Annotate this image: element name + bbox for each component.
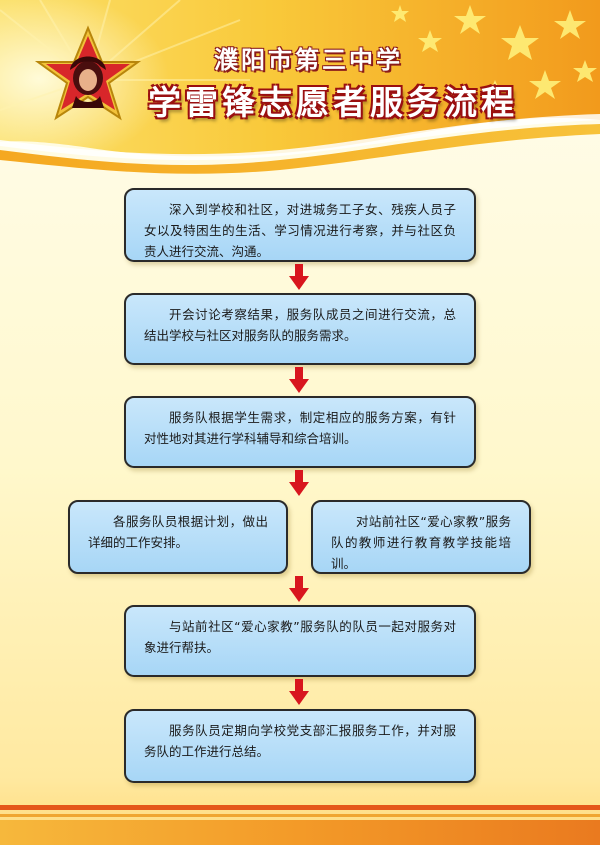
flow-step-4-left: 各服务队员根据计划，做出详细的工作安排。 bbox=[68, 500, 288, 574]
flow-step-3: 服务队根据学生需求，制定相应的服务方案，有针对性地对其进行学科辅导和综合培训。 bbox=[124, 396, 476, 468]
flow-step-5: 与站前社区“爱心家教”服务队的队员一起对服务对象进行帮扶。 bbox=[124, 605, 476, 677]
page-title: 学雷锋志愿者服务流程 bbox=[148, 83, 518, 122]
flow-arrow-1 bbox=[289, 264, 309, 290]
flow-step-6: 服务队员定期向学校党支部汇报服务工作，并对服务队的工作进行总结。 bbox=[124, 709, 476, 783]
footer-stripe-thin bbox=[0, 814, 600, 817]
footer-band bbox=[0, 805, 600, 845]
flow-arrow-4 bbox=[289, 576, 309, 602]
banner-background bbox=[0, 0, 600, 175]
flow-step-2: 开会讨论考察结果，服务队成员之间进行交流，总结出学校与社区对服务队的服务需求。 bbox=[124, 293, 476, 365]
flow-step-4-right: 对站前社区“爱心家教”服务队的教师进行教育教学技能培训。 bbox=[311, 500, 531, 574]
flow-arrow-2 bbox=[289, 367, 309, 393]
flow-arrow-5 bbox=[289, 679, 309, 705]
star-portrait-emblem-icon bbox=[34, 25, 142, 121]
school-name: 濮阳市第三中学 bbox=[214, 46, 403, 74]
footer-stripe bbox=[0, 805, 600, 810]
flow-step-1: 深入到学校和社区，对进城务工子女、残疾人员子女以及特困生的生活、学习情况进行考察… bbox=[124, 188, 476, 262]
footer-color-band bbox=[0, 820, 600, 845]
flow-arrow-3 bbox=[289, 470, 309, 496]
header-banner: 濮阳市第三中学 学雷锋志愿者服务流程 bbox=[0, 0, 600, 175]
